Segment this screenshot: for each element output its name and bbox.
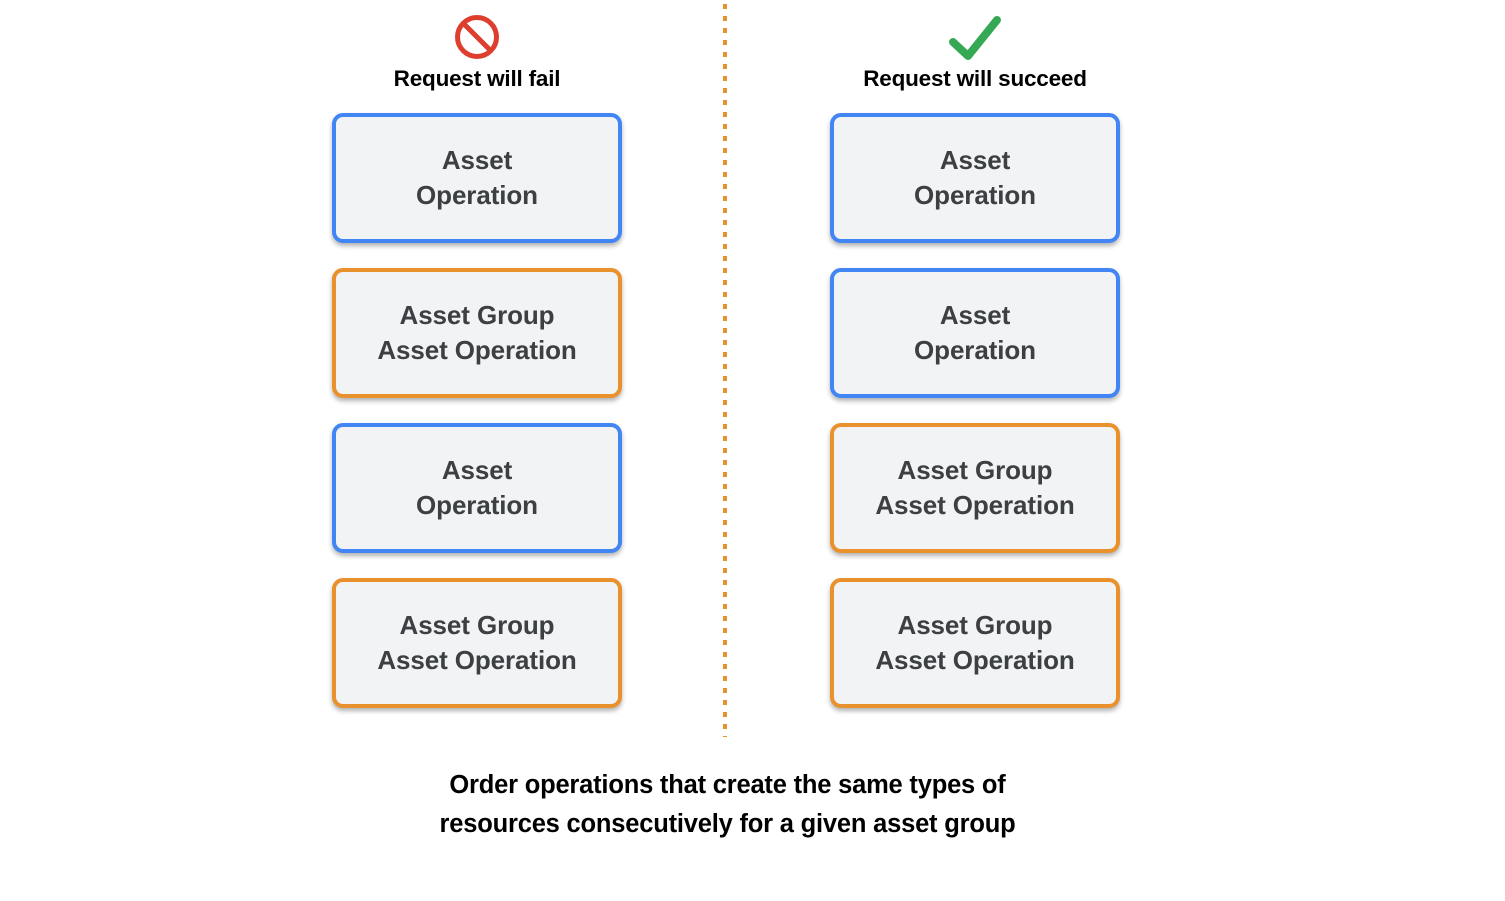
operation-box[interactable]: Asset Group Asset Operation: [332, 578, 622, 708]
column-header-succeed: Request will succeed: [830, 12, 1120, 92]
operation-box[interactable]: Asset Operation: [830, 113, 1120, 243]
operation-box[interactable]: Asset Operation: [830, 268, 1120, 398]
operation-box[interactable]: Asset Group Asset Operation: [830, 423, 1120, 553]
diagram-caption: Order operations that create the same ty…: [439, 771, 1016, 838]
operation-box-label: Asset Operation: [416, 454, 538, 520]
operation-box[interactable]: Asset Operation: [332, 113, 622, 243]
column-succeed-boxes: Asset Operation Asset Operation Asset Gr…: [830, 113, 1120, 708]
operation-box-label: Asset Operation: [914, 299, 1036, 365]
operation-box-label: Asset Group Asset Operation: [875, 609, 1075, 675]
column-fail-boxes: Asset Operation Asset Group Asset Operat…: [332, 113, 622, 708]
operation-box-label: Asset Operation: [416, 144, 538, 210]
operation-box-label: Asset Group Asset Operation: [875, 454, 1075, 520]
operation-box-label: Asset Group Asset Operation: [377, 609, 577, 675]
operation-box-label: Asset Group Asset Operation: [377, 299, 577, 365]
column-header-label-fail: Request will fail: [393, 66, 561, 91]
operation-box[interactable]: Asset Operation: [332, 423, 622, 553]
operation-box-label: Asset Operation: [914, 144, 1036, 210]
prohibited-icon: [332, 12, 622, 62]
vertical-dotted-divider: [723, 4, 727, 737]
operation-box[interactable]: Asset Group Asset Operation: [332, 268, 622, 398]
column-header-label-succeed: Request will succeed: [863, 66, 1087, 91]
column-header-fail: Request will fail: [332, 12, 622, 92]
operation-box[interactable]: Asset Group Asset Operation: [830, 578, 1120, 708]
check-icon: [830, 12, 1120, 62]
